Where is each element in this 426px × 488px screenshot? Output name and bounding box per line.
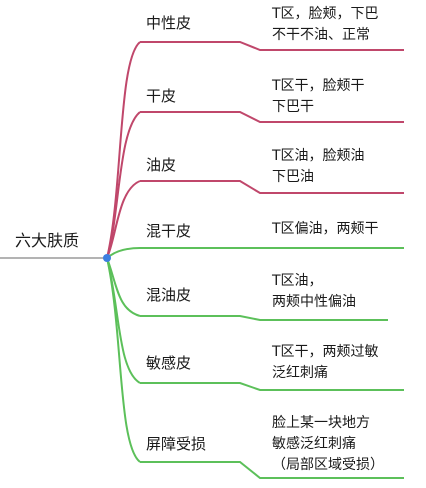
- branch-desc-neutral: T区，脸颊，下巴 不干不油、正常: [272, 6, 379, 43]
- branch-label-barrier: 屏障受损: [146, 435, 207, 453]
- branch-connector-sensitive: [106, 257, 141, 384]
- branch-desc-combo-oily: T区油， 两颊中性偏油: [272, 273, 356, 310]
- branch-desc-barrier: 脸上某一块地方 敏感泛红刺痛 （局部区域受损）: [272, 415, 384, 473]
- branch-underline-neutral: [140, 41, 404, 51]
- branch-label-neutral: 中性皮: [146, 14, 192, 32]
- branch-label-oily: 油皮: [146, 156, 177, 174]
- root-node-dot: [103, 254, 111, 262]
- branch-label-sensitive: 敏感皮: [146, 354, 192, 372]
- branch-desc-oily: T区油，脸颊油 下巴油: [272, 148, 365, 185]
- branch-underline-sensitive: [140, 382, 404, 391]
- branch-label-combo-dry: 混干皮: [146, 222, 192, 240]
- branch-connector-oily: [106, 180, 141, 259]
- branch-underline-oily: [140, 180, 404, 194]
- branch-desc-combo-dry: T区偏油，两颊干: [272, 221, 379, 237]
- branch-underline-combo-oily: [140, 315, 388, 321]
- branch-underline-barrier: [140, 461, 404, 479]
- branch-connector-dry: [106, 111, 141, 259]
- root-label: 六大肤质: [15, 231, 80, 250]
- branch-desc-sensitive: T区干，两颊过敏 泛红刺痛: [272, 344, 379, 381]
- branch-label-dry: 干皮: [146, 87, 177, 105]
- branch-connector-barrier: [106, 257, 141, 463]
- branch-underline-dry: [140, 111, 404, 123]
- branch-label-combo-oily: 混油皮: [146, 286, 192, 304]
- branch-desc-dry: T区干，脸颊干 下巴干: [272, 78, 365, 115]
- branch-connector-combo-dry: [106, 247, 141, 259]
